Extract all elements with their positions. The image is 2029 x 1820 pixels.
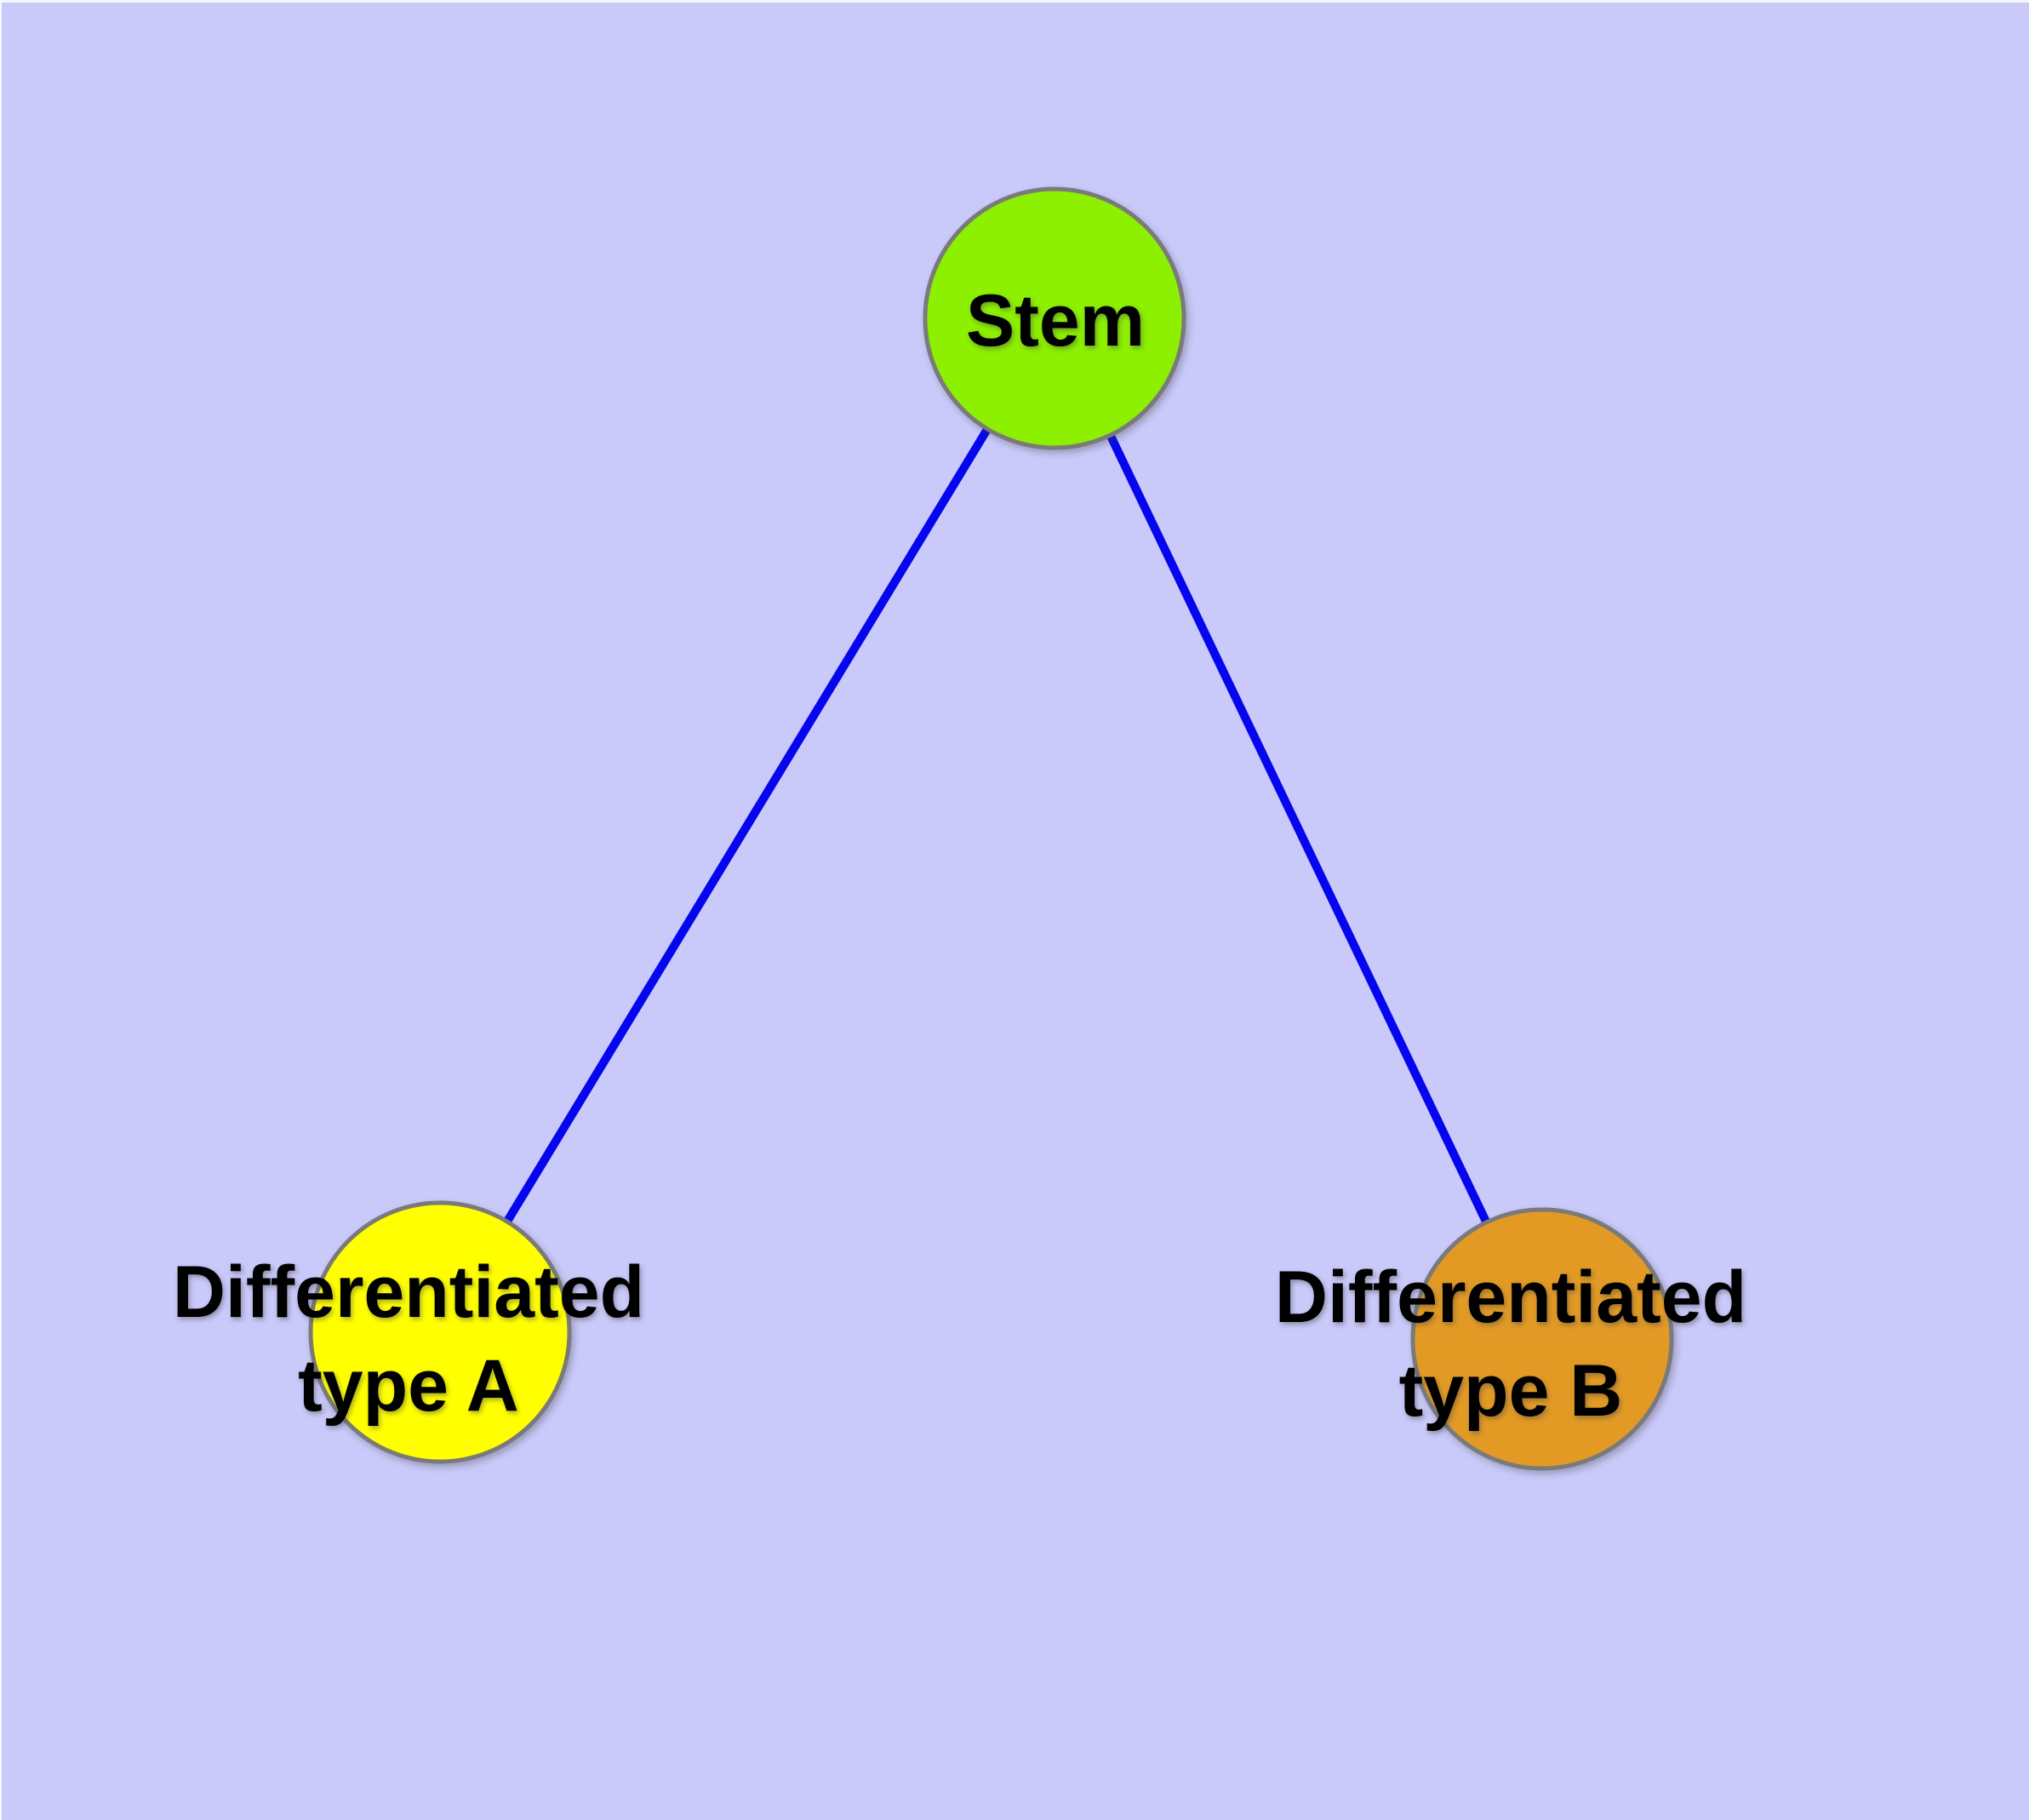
node-type-b-label-line-1: Differentiated [1275,1256,1746,1338]
node-layer [308,186,1674,1471]
edge-stem-to-type-b [1050,314,1546,1343]
node-stem [923,186,1186,450]
node-type-a-label-line-2: type A [298,1345,519,1427]
node-differentiated-type-b [1410,1207,1674,1471]
node-differentiated-type-a [308,1200,572,1464]
node-type-b-label-line-2: type B [1399,1350,1623,1432]
edge-layer [436,314,1546,1343]
label-layer: Stem Differentiated type A Differentiate… [173,280,1746,1432]
node-stem-label: Stem [966,280,1145,362]
node-type-a-label-line-1: Differentiated [173,1251,644,1333]
edge-stem-to-type-a [436,314,1059,1336]
